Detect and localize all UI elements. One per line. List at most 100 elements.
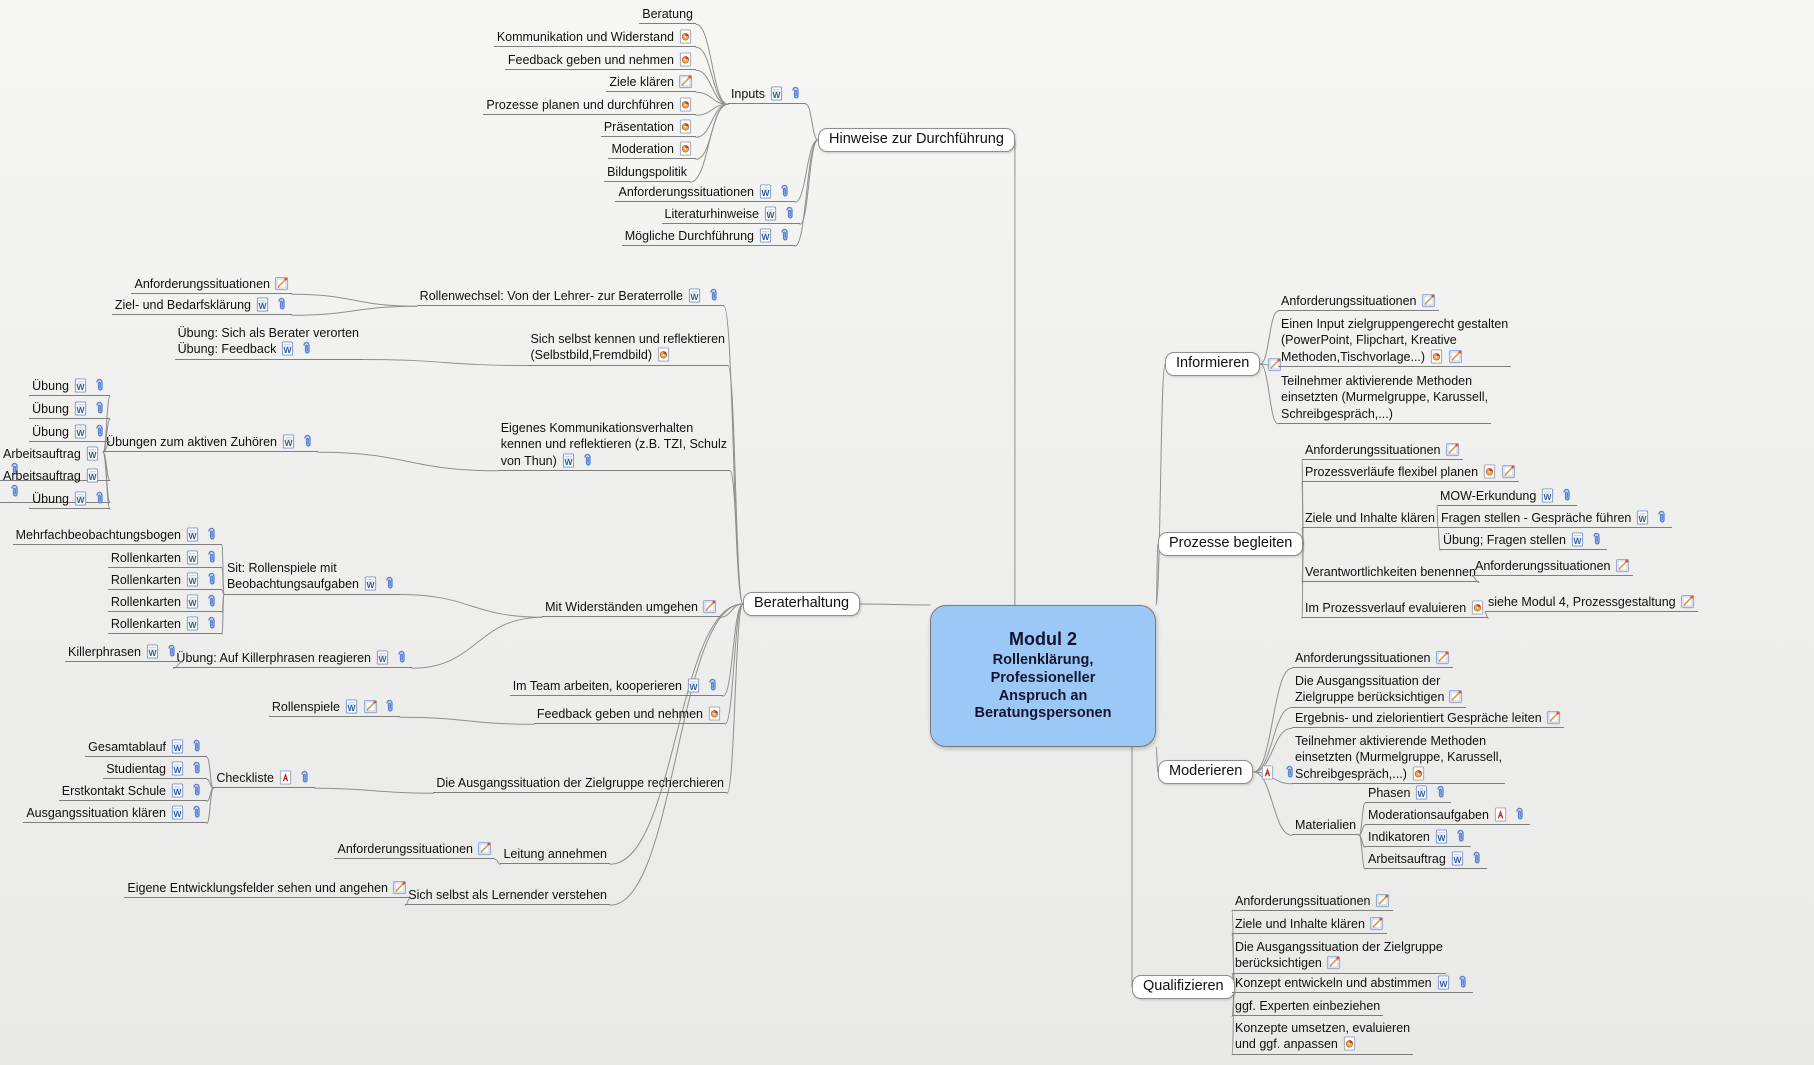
- node-moderation[interactable]: Moderation: [608, 141, 696, 160]
- node-ziele_klaeren1[interactable]: Ziele klären: [606, 74, 696, 93]
- node-konzepte_umsetzen[interactable]: Konzepte umsetzen, evaluieren und ggf. a…: [1232, 1020, 1414, 1055]
- node-feedback_gn2[interactable]: Feedback geben und nehmen: [533, 706, 725, 725]
- node-anford_qual[interactable]: Anforderungssituationen: [1232, 893, 1393, 912]
- node-ausg_qual[interactable]: Die Ausgangssituation der Zielgruppe ber…: [1232, 939, 1446, 974]
- topic-prozesse[interactable]: Prozesse begleiten: [1158, 532, 1304, 556]
- word-doc-icon: W: [73, 424, 88, 439]
- node-label-bildungspolitik: Bildungspolitik: [607, 165, 687, 179]
- node-label-ausg_klaeren: Ausgangssituation klären: [26, 806, 166, 820]
- node-experten[interactable]: ggf. Experten einbeziehen: [1232, 998, 1384, 1017]
- node-label-ausg_qual: Die Ausgangssituation der Zielgruppe ber…: [1235, 940, 1443, 971]
- node-feedback_gn1[interactable]: Feedback geben und nehmen: [504, 52, 696, 71]
- node-checkliste[interactable]: Checkliste: [213, 770, 315, 789]
- svg-text:W: W: [1453, 855, 1461, 865]
- node-moderationsaufgaben[interactable]: Moderationsaufgaben: [1365, 807, 1530, 826]
- note-icon: [1680, 594, 1695, 609]
- node-leitung[interactable]: Leitung annehmen: [500, 846, 610, 865]
- node-anford_verantw[interactable]: Anforderungssituationen: [1472, 558, 1633, 577]
- node-ziele_inhalte_q[interactable]: Ziele und Inhalte klären: [1232, 916, 1387, 935]
- node-prozesse_planen[interactable]: Prozesse planen und durchführen: [483, 97, 696, 116]
- word-doc-icon: W: [1540, 488, 1555, 503]
- node-komm_widerstand[interactable]: Kommunikation und Widerstand: [493, 29, 696, 48]
- node-beratung[interactable]: Beratung: [639, 6, 696, 25]
- node-uebung_berater[interactable]: Übung: Sich als Berater verorten Übung: …: [174, 325, 362, 360]
- topic-qualifizieren[interactable]: Qualifizieren: [1132, 975, 1235, 999]
- node-siehe_modul4[interactable]: siehe Modul 4, Prozessgestaltung: [1485, 594, 1698, 613]
- node-label-ziele_inhalte_p: Ziele und Inhalte klären: [1305, 511, 1435, 525]
- note-icon: [1421, 293, 1436, 308]
- paperclip-icon: [300, 434, 315, 449]
- node-anford_mod[interactable]: Anforderungssituationen: [1292, 650, 1453, 669]
- node-teilnehmer_mod[interactable]: Teilnehmer aktivierende Methoden einsetz…: [1292, 733, 1506, 784]
- edge-inputs-ziele_klaeren1: [695, 91, 729, 105]
- node-rollenwechsel[interactable]: Rollenwechsel: Von der Lehrer- zur Berat…: [416, 288, 724, 307]
- node-arbeitsauftrag_mod[interactable]: Arbeitsauftrag W: [1365, 851, 1487, 870]
- topic-hinweise[interactable]: Hinweise zur Durchführung: [818, 128, 1015, 152]
- node-anford_proz[interactable]: Anforderungssituationen: [1302, 442, 1463, 461]
- topic-beraterhaltung[interactable]: Beraterhaltung: [743, 592, 861, 616]
- node-label-arbeitsauftrag_mod: Arbeitsauftrag: [1368, 852, 1446, 866]
- node-materialien[interactable]: Materialien: [1292, 817, 1360, 836]
- node-mit_widerstaenden[interactable]: Mit Widerständen umgehen: [542, 599, 720, 618]
- word-doc-icon: W: [145, 644, 160, 659]
- node-prozessverlaeufe[interactable]: Prozessverläufe flexibel planen: [1302, 464, 1520, 483]
- node-ergebnis[interactable]: Ergebnis- und zielorientiert Gespräche l…: [1292, 710, 1564, 729]
- node-eigenes_komm[interactable]: Eigenes Kommunikationsverhalten kennen u…: [497, 420, 730, 471]
- paperclip-icon: [777, 184, 792, 199]
- edge-beraterhaltung-leitung: [609, 603, 744, 865]
- node-anford_rw[interactable]: Anforderungssituationen: [131, 276, 292, 295]
- node-prozessverlauf_eval[interactable]: Im Prozessverlauf evaluieren: [1302, 600, 1489, 619]
- node-anford_inf[interactable]: Anforderungssituationen: [1278, 293, 1439, 312]
- node-input_gestalten[interactable]: Einen Input zielgruppengerecht gestalten…: [1278, 316, 1512, 367]
- node-teilnehmer_inf[interactable]: Teilnehmer aktivierende Methoden einsetz…: [1278, 373, 1492, 424]
- node-praesentation[interactable]: Präsentation: [600, 119, 696, 138]
- node-verantwortlichkeiten[interactable]: Verantwortlichkeiten benennen: [1302, 564, 1479, 583]
- word-doc-icon: W: [170, 805, 185, 820]
- node-ausg_mod[interactable]: Die Ausgangssituation der Zielgruppe ber…: [1292, 673, 1467, 708]
- node-anford_leitung[interactable]: Anforderungssituationen: [334, 841, 495, 860]
- node-bildungspolitik[interactable]: Bildungspolitik: [604, 164, 690, 183]
- node-ausg_klaeren[interactable]: Ausgangssituation klären W: [23, 805, 207, 824]
- node-sich_selbst[interactable]: Sich selbst kennen und reflektieren (Sel…: [527, 331, 728, 366]
- topic-informieren[interactable]: Informieren: [1165, 352, 1282, 376]
- topic-moderieren[interactable]: Moderieren: [1158, 760, 1297, 784]
- node-label-im_team: Im Team arbeiten, kooperieren: [512, 679, 682, 693]
- node-entwicklungsfelder[interactable]: Eigene Entwicklungsfelder sehen und ange…: [124, 880, 410, 899]
- node-ziele_inhalte_p[interactable]: Ziele und Inhalte klären: [1302, 510, 1438, 529]
- node-ausg_recherchieren[interactable]: Die Ausgangssituation der Zielgruppe rec…: [433, 775, 727, 794]
- edge-uebungen_zuhoeren-uebung4: [102, 451, 111, 510]
- node-lernender[interactable]: Sich selbst als Lernender verstehen: [405, 887, 610, 906]
- node-sit_rollenspiele[interactable]: Sit: Rollenspiele mit Beobachtungsaufgab…: [223, 560, 400, 595]
